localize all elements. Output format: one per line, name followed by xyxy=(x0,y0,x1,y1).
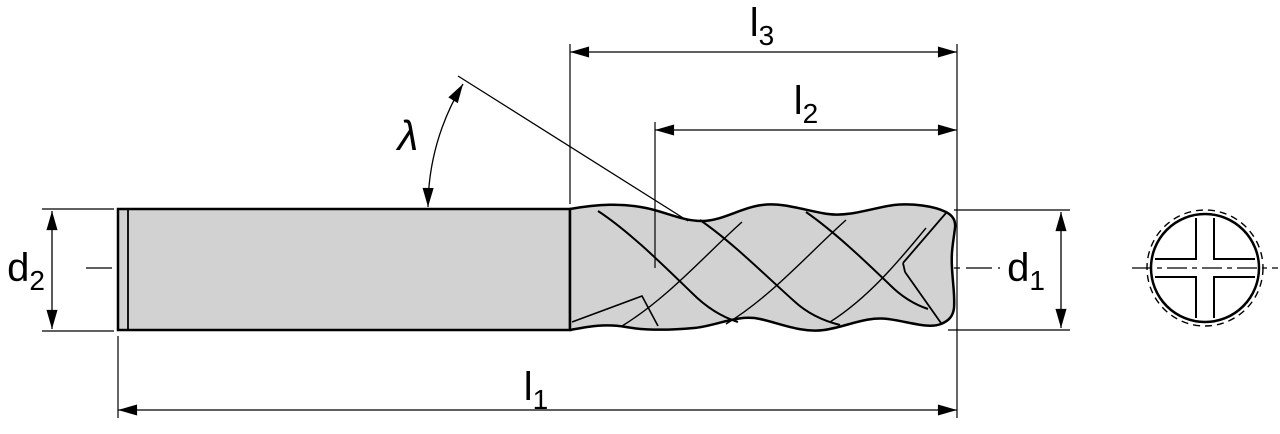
flute-gash-2 xyxy=(1155,218,1197,260)
shank-body xyxy=(116,207,572,332)
end-view-outline xyxy=(1149,212,1261,324)
flute-runout-gash xyxy=(571,295,659,327)
flute-back-edge-3 xyxy=(829,227,927,323)
flute-edge-1 xyxy=(597,210,739,323)
label-d1: d1 xyxy=(1007,246,1045,296)
end-teeth-edges xyxy=(902,212,947,324)
label-l1: l1 xyxy=(524,365,548,415)
helix-angle-annotation: λ xyxy=(396,75,689,222)
flute-section-side-view xyxy=(568,203,957,332)
cutting-circle-dashed xyxy=(1146,209,1264,327)
dimension-l3: l3 xyxy=(569,1,958,418)
label-l3: l3 xyxy=(750,1,774,51)
flute-gash-1 xyxy=(1155,276,1197,318)
flute-gash-3 xyxy=(1213,218,1255,260)
end-view xyxy=(1132,209,1278,327)
dimension-d2: d2 xyxy=(7,208,114,332)
helix-tangent-line xyxy=(457,75,689,222)
dimension-l1: l1 xyxy=(117,336,957,418)
dimension-d1: d1 xyxy=(948,209,1070,331)
label-l2: l2 xyxy=(794,79,818,129)
flute-edge-3 xyxy=(805,211,929,310)
label-d2: d2 xyxy=(7,246,45,296)
flute-back-edge-2 xyxy=(725,219,847,325)
helix-angle-arc xyxy=(422,83,464,208)
flute-body-outline xyxy=(568,203,957,332)
flute-gash-4 xyxy=(1213,276,1255,318)
shank-side-view xyxy=(116,207,572,332)
end-view-flute-pattern xyxy=(1155,218,1255,318)
dimension-l2: l2 xyxy=(654,79,957,268)
flute-back-edge-1 xyxy=(621,221,743,327)
label-lambda: λ xyxy=(396,112,419,159)
